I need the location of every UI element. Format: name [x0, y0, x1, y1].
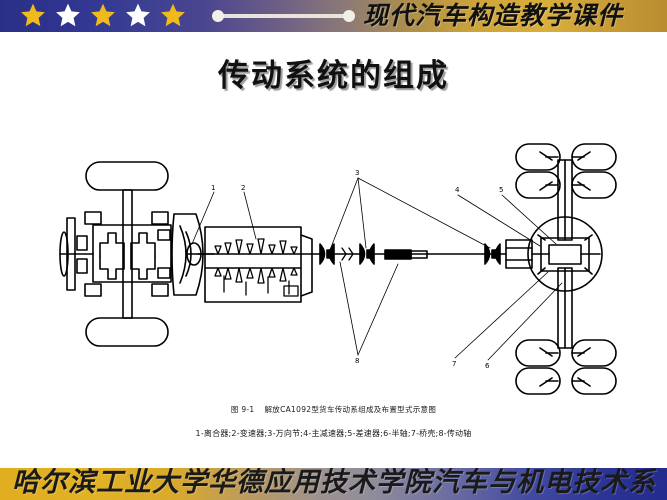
divider-dot-left-icon	[212, 10, 224, 22]
page-title: 传动系统的组成	[218, 58, 449, 94]
institution-name: 哈尔滨工业大学华德应用技术学院汽车与机电技术系	[12, 468, 656, 498]
bottom-banner: 哈尔滨工业大学华德应用技术学院汽车与机电技术系	[0, 468, 667, 500]
star-icon-3	[90, 2, 116, 28]
figure-caption-text: 解放CA1092型货车传动系组成及布置型式示意图	[264, 405, 437, 414]
star-icon-2	[55, 2, 81, 28]
callout-label-5: 5	[499, 186, 503, 194]
star-icon-4	[125, 2, 151, 28]
callout-label-7: 7	[452, 360, 456, 368]
callout-label-1: 1	[211, 184, 215, 192]
figure-caption: 图 9-1 解放CA1092型货车传动系组成及布置型式示意图	[0, 404, 667, 415]
star-icon-1	[20, 2, 46, 28]
callout-label-3: 3	[355, 169, 359, 177]
star-rating-decoration	[20, 2, 186, 28]
course-banner-title: 现代汽车构造教学课件	[363, 1, 624, 30]
divider-bar-icon	[218, 14, 348, 18]
figure-legend: 1-离合器;2-变速器;3-万向节;4-主减速器;5-差速器;6-半轴;7-桥壳…	[195, 429, 472, 438]
divider-dot-right-icon	[343, 10, 355, 22]
figure-number: 图 9-1	[230, 405, 255, 414]
star-icon-5	[160, 2, 186, 28]
driveline-diagram: 1 2 3 4 5 6 7 8	[0, 140, 667, 400]
callout-label-2: 2	[241, 184, 245, 192]
top-banner: 现代汽车构造教学课件	[0, 0, 667, 32]
callout-label-8: 8	[355, 357, 359, 365]
callout-label-6: 6	[485, 362, 490, 370]
callout-label-4: 4	[455, 186, 460, 194]
